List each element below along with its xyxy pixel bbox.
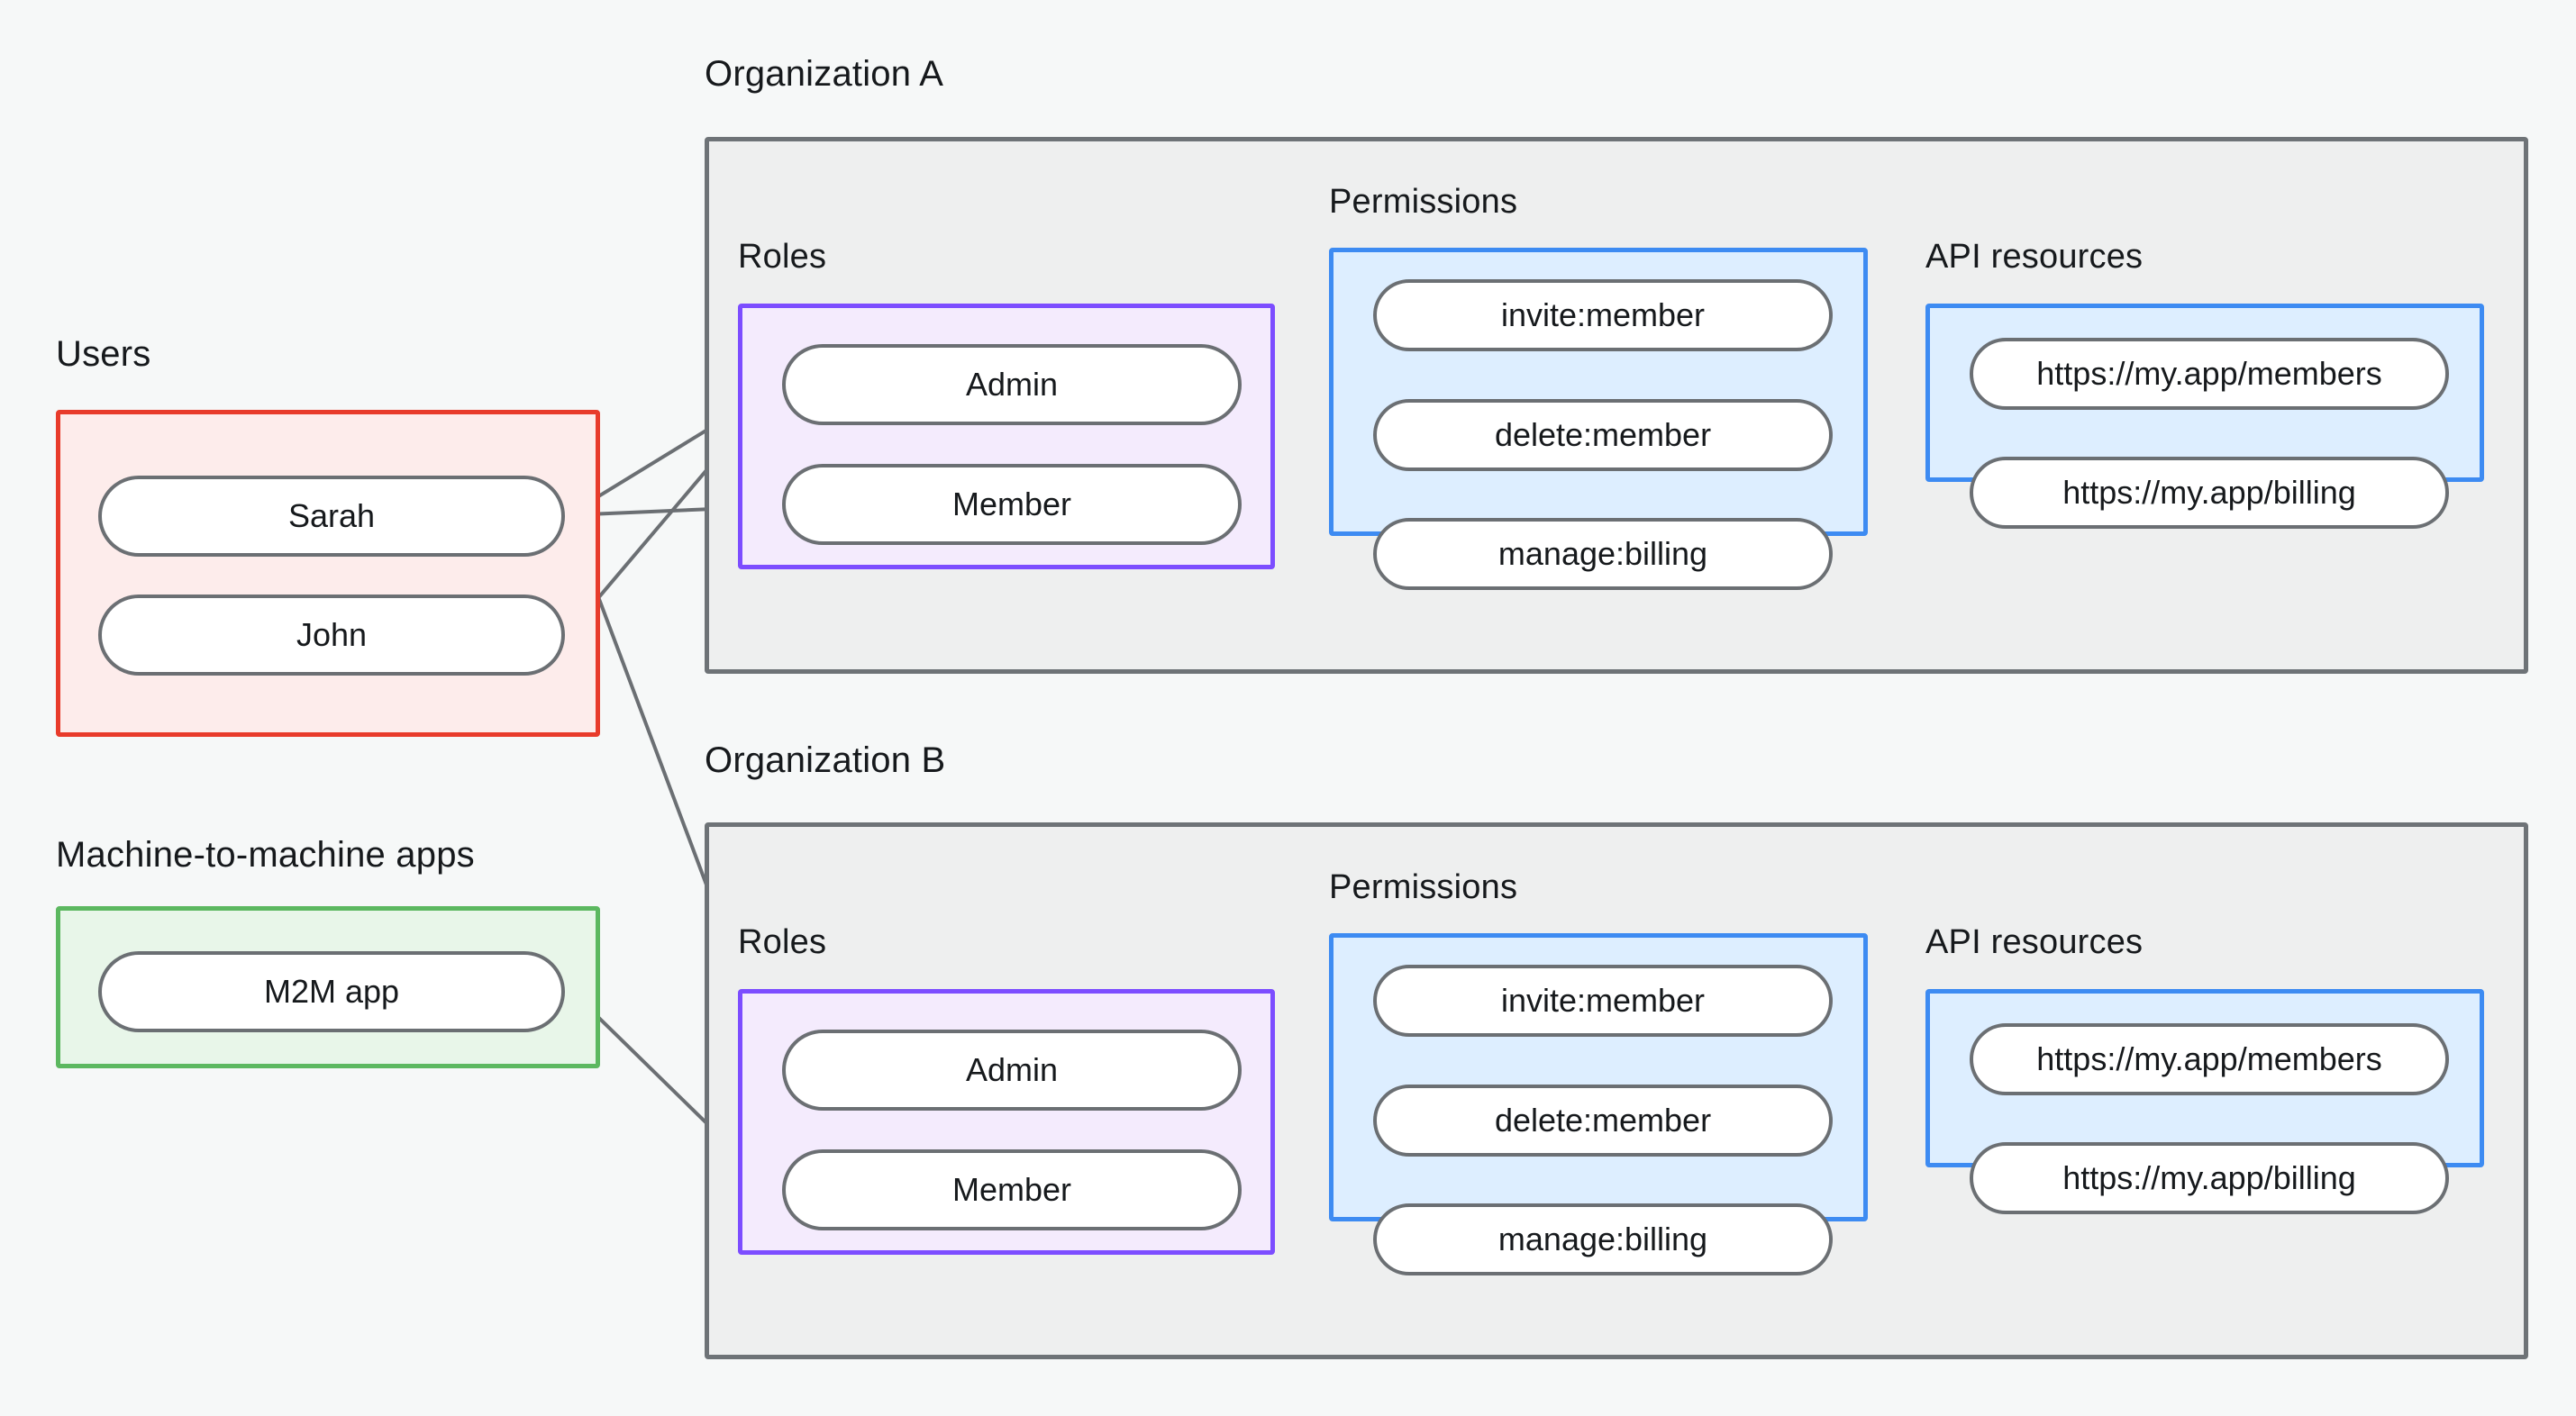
users-container: Sarah John <box>56 410 600 737</box>
org-b-api-billing[interactable]: https://my.app/billing <box>1970 1142 2449 1214</box>
org-a-api-members[interactable]: https://my.app/members <box>1970 338 2449 410</box>
org-a-role-member[interactable]: Member <box>782 464 1242 545</box>
org-b-container: Roles Admin Member Permissions invite:me… <box>705 822 2528 1359</box>
org-b-permission-delete-member[interactable]: delete:member <box>1373 1085 1833 1157</box>
m2m-container: M2M app <box>56 906 600 1068</box>
user-node-label: Sarah <box>287 497 376 534</box>
api-node-label: https://my.app/members <box>2036 1040 2382 1077</box>
org-b-api-container: https://my.app/members https://my.app/bi… <box>1925 989 2484 1214</box>
org-a-api-container: https://my.app/members https://my.app/bi… <box>1925 304 2484 529</box>
permission-node-label: delete:member <box>1494 1102 1712 1139</box>
org-a-api-billing[interactable]: https://my.app/billing <box>1970 457 2449 529</box>
permission-node-label: invite:member <box>1500 982 1706 1019</box>
role-node-label: Admin <box>965 1051 1059 1088</box>
api-node-label: https://my.app/members <box>2036 355 2382 392</box>
org-a-role-admin[interactable]: Admin <box>782 344 1242 425</box>
org-a-roles-label: Roles <box>738 238 827 276</box>
org-a-permission-invite-member[interactable]: invite:member <box>1373 279 1833 351</box>
org-b-permissions-label: Permissions <box>1329 868 1518 906</box>
m2m-node-app[interactable]: M2M app <box>98 951 565 1032</box>
org-a-permissions-container: invite:member delete:member manage:billi… <box>1329 248 1868 590</box>
org-b-roles-container: Admin Member <box>738 989 1275 1255</box>
users-group-label: Users <box>56 334 151 374</box>
org-a-container: Roles Admin Member Permissions invite:me… <box>705 137 2528 674</box>
org-b-role-member[interactable]: Member <box>782 1149 1242 1230</box>
org-b-api-label: API resources <box>1925 923 2144 961</box>
org-b-api-members[interactable]: https://my.app/members <box>1970 1023 2449 1095</box>
org-a-permissions-label: Permissions <box>1329 183 1518 221</box>
org-b-role-admin[interactable]: Admin <box>782 1030 1242 1111</box>
role-node-label: Member <box>951 1171 1072 1208</box>
m2m-node-label: M2M app <box>263 973 400 1010</box>
permission-node-label: invite:member <box>1500 296 1706 333</box>
user-node-sarah[interactable]: Sarah <box>98 476 565 557</box>
org-a-permission-delete-member[interactable]: delete:member <box>1373 399 1833 471</box>
permission-node-label: delete:member <box>1494 416 1712 453</box>
m2m-group-label: Machine-to-machine apps <box>56 835 475 875</box>
permission-node-label: manage:billing <box>1497 535 1708 572</box>
org-a-label: Organization A <box>705 54 944 94</box>
org-b-roles-label: Roles <box>738 923 827 961</box>
user-node-label: John <box>296 616 368 653</box>
api-node-label: https://my.app/billing <box>2062 1159 2356 1196</box>
org-b-permissions-container: invite:member delete:member manage:billi… <box>1329 933 1868 1275</box>
org-b-label: Organization B <box>705 740 946 780</box>
permission-node-label: manage:billing <box>1497 1221 1708 1257</box>
role-node-label: Member <box>951 486 1072 522</box>
org-a-api-label: API resources <box>1925 238 2144 276</box>
api-node-label: https://my.app/billing <box>2062 474 2356 511</box>
user-node-john[interactable]: John <box>98 595 565 676</box>
org-a-roles-container: Admin Member <box>738 304 1275 569</box>
org-b-permission-manage-billing[interactable]: manage:billing <box>1373 1203 1833 1275</box>
org-b-permission-invite-member[interactable]: invite:member <box>1373 965 1833 1037</box>
role-node-label: Admin <box>965 366 1059 403</box>
org-a-permission-manage-billing[interactable]: manage:billing <box>1373 518 1833 590</box>
